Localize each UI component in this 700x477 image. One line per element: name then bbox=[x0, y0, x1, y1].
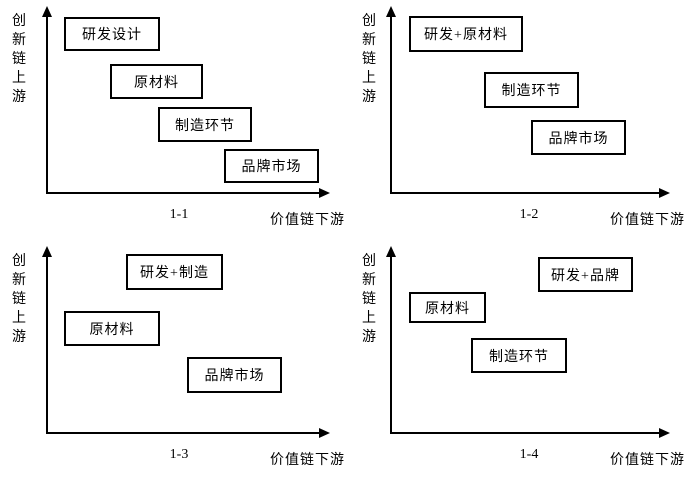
chart-caption: 1-1 bbox=[169, 207, 189, 222]
node-box: 原材料 bbox=[64, 311, 160, 346]
node-box: 研发+原材料 bbox=[409, 16, 523, 52]
node-box: 制造环节 bbox=[158, 107, 252, 142]
node-box: 制造环节 bbox=[471, 338, 567, 373]
chart-caption: 1-3 bbox=[169, 447, 189, 462]
node-box: 制造环节 bbox=[484, 72, 579, 108]
chart-panel-1-4: 创 新 链 上 游 研发+品牌原材料制造环节 1-4 价值链下游 bbox=[350, 240, 700, 477]
node-box: 原材料 bbox=[409, 292, 486, 323]
node-box: 原材料 bbox=[110, 64, 203, 99]
x-axis bbox=[390, 192, 659, 194]
node-box: 研发+品牌 bbox=[538, 257, 633, 292]
x-axis-label: 价值链下游 bbox=[610, 213, 685, 228]
chart-caption: 1-2 bbox=[519, 207, 539, 222]
y-axis-label: 创 新 链 上 游 bbox=[12, 254, 26, 345]
y-axis-arrow-icon bbox=[386, 246, 396, 257]
node-box: 品牌市场 bbox=[224, 149, 319, 183]
y-axis-label: 创 新 链 上 游 bbox=[362, 254, 376, 345]
x-axis-arrow-icon bbox=[659, 188, 670, 198]
x-axis-label: 价值链下游 bbox=[270, 213, 345, 228]
node-box: 研发+制造 bbox=[126, 254, 223, 290]
y-axis-arrow-icon bbox=[386, 6, 396, 17]
node-box: 品牌市场 bbox=[531, 120, 626, 155]
chart-panel-1-1: 创 新 链 上 游 研发设计原材料制造环节品牌市场 1-1 价值链下游 bbox=[0, 0, 350, 240]
x-axis bbox=[46, 192, 319, 194]
x-axis-arrow-icon bbox=[659, 428, 670, 438]
y-axis bbox=[46, 14, 48, 193]
y-axis bbox=[390, 254, 392, 433]
y-axis bbox=[46, 254, 48, 433]
chart-panel-1-3: 创 新 链 上 游 研发+制造原材料品牌市场 1-3 价值链下游 bbox=[0, 240, 350, 477]
y-axis-label: 创 新 链 上 游 bbox=[362, 14, 376, 105]
node-box: 品牌市场 bbox=[187, 357, 282, 393]
y-axis-arrow-icon bbox=[42, 6, 52, 17]
y-axis-label: 创 新 链 上 游 bbox=[12, 14, 26, 105]
chart-panel-1-2: 创 新 链 上 游 研发+原材料制造环节品牌市场 1-2 价值链下游 bbox=[350, 0, 700, 240]
x-axis bbox=[390, 432, 659, 434]
y-axis bbox=[390, 14, 392, 193]
node-box: 研发设计 bbox=[64, 17, 160, 51]
y-axis-arrow-icon bbox=[42, 246, 52, 257]
x-axis-arrow-icon bbox=[319, 188, 330, 198]
x-axis-label: 价值链下游 bbox=[610, 453, 685, 468]
chart-caption: 1-4 bbox=[519, 447, 539, 462]
x-axis-label: 价值链下游 bbox=[270, 453, 345, 468]
x-axis bbox=[46, 432, 319, 434]
x-axis-arrow-icon bbox=[319, 428, 330, 438]
